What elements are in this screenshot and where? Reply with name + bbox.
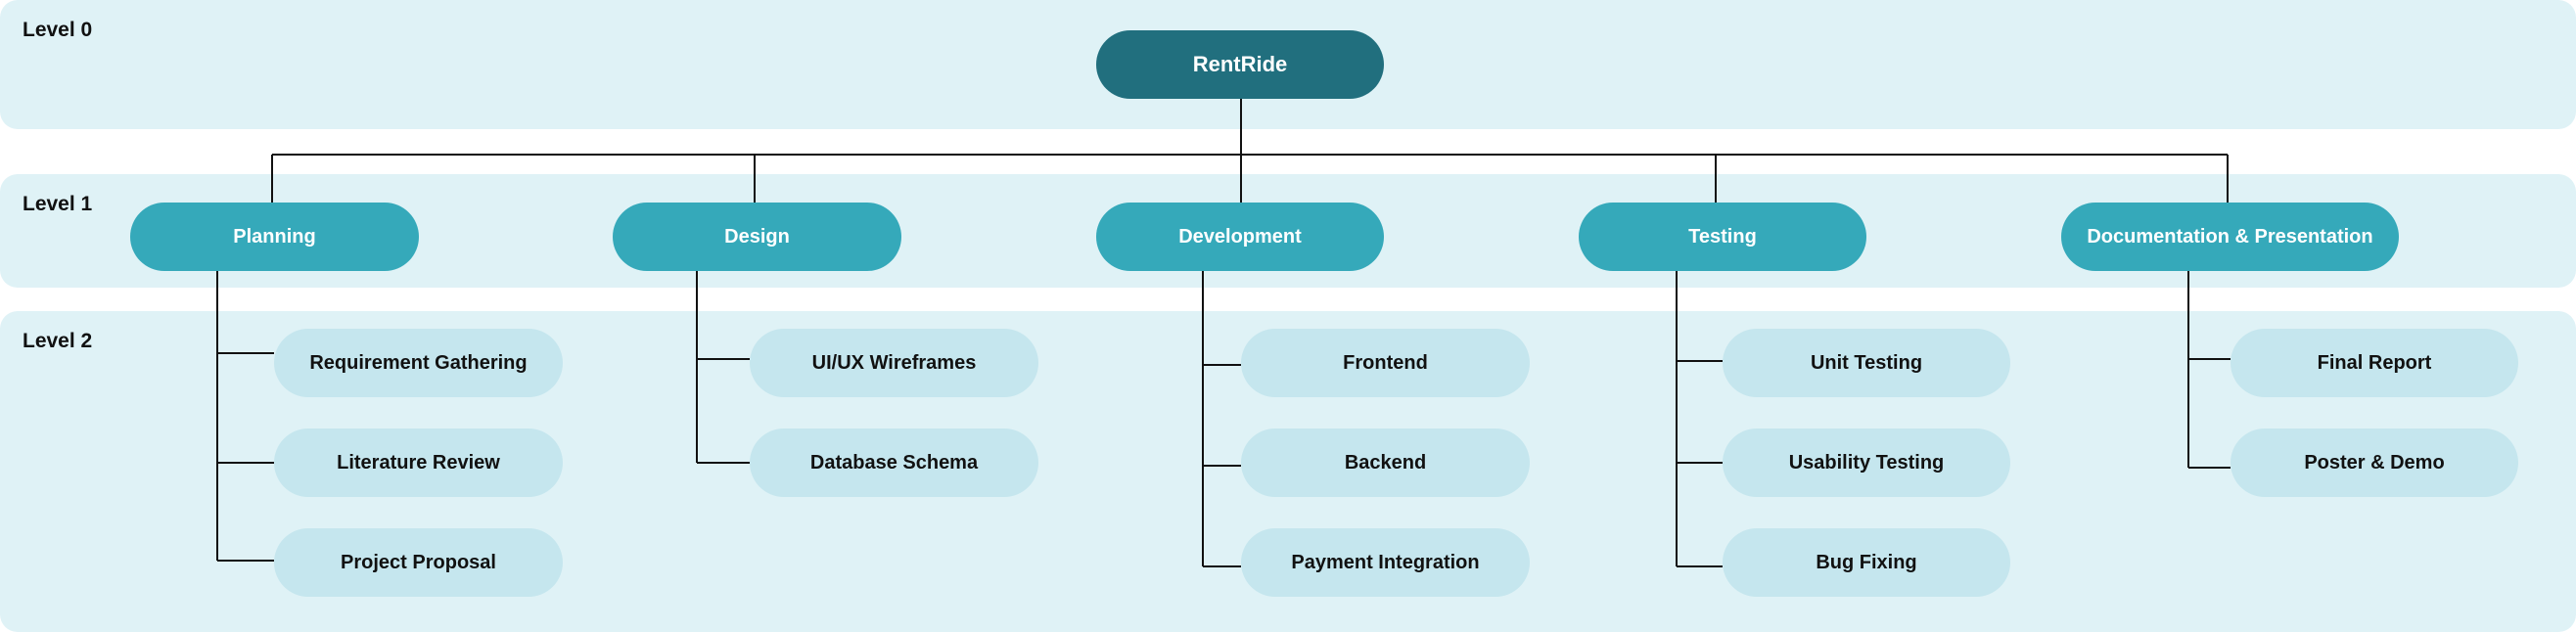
level-2-label: Level 2 xyxy=(23,330,93,352)
leaf-final-report[interactable]: Final Report xyxy=(2231,329,2518,397)
leaf-bug-fixing[interactable]: Bug Fixing xyxy=(1723,528,2010,597)
leaf-requirement-gathering[interactable]: Requirement Gathering xyxy=(274,329,563,397)
leaf-uiux-wireframes[interactable]: UI/UX Wireframes xyxy=(750,329,1038,397)
leaf-payment-integration[interactable]: Payment Integration xyxy=(1241,528,1530,597)
leaf-literature-review[interactable]: Literature Review xyxy=(274,429,563,497)
branch-planning[interactable]: Planning xyxy=(130,203,419,271)
root-node[interactable]: RentRide xyxy=(1096,30,1384,99)
leaf-project-proposal[interactable]: Project Proposal xyxy=(274,528,563,597)
branch-design[interactable]: Design xyxy=(613,203,901,271)
leaf-frontend[interactable]: Frontend xyxy=(1241,329,1530,397)
branch-documentation[interactable]: Documentation & Presentation xyxy=(2061,203,2399,271)
branch-testing[interactable]: Testing xyxy=(1579,203,1866,271)
branch-development[interactable]: Development xyxy=(1096,203,1384,271)
leaf-unit-testing[interactable]: Unit Testing xyxy=(1723,329,2010,397)
leaf-usability-testing[interactable]: Usability Testing xyxy=(1723,429,2010,497)
level-1-label: Level 1 xyxy=(23,193,93,215)
leaf-poster-demo[interactable]: Poster & Demo xyxy=(2231,429,2518,497)
leaf-backend[interactable]: Backend xyxy=(1241,429,1530,497)
level-0-label: Level 0 xyxy=(23,19,93,41)
leaf-database-schema[interactable]: Database Schema xyxy=(750,429,1038,497)
